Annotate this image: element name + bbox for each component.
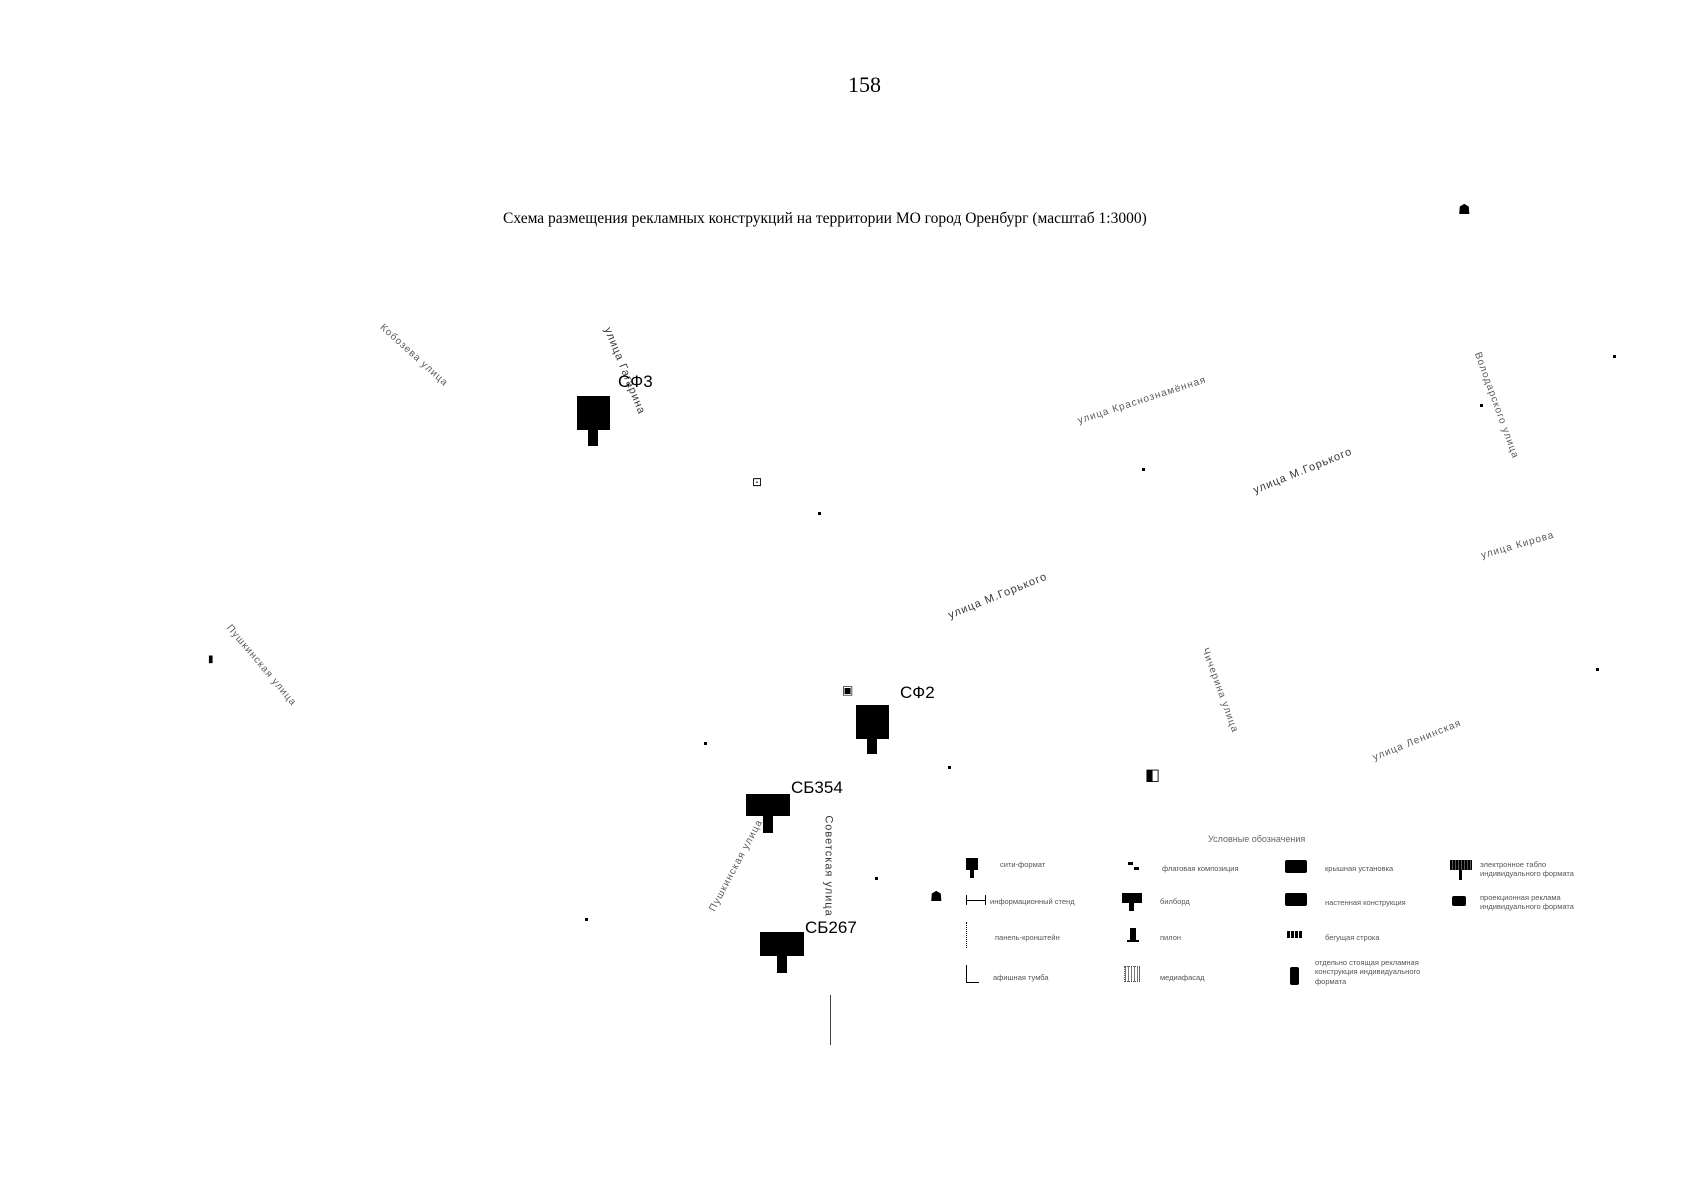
legend-label: панель-кронштейн xyxy=(995,933,1060,942)
legend-label: флаговая композиция xyxy=(1162,864,1239,873)
street-label: улица Краснознамённая xyxy=(1076,374,1208,427)
projection-icon xyxy=(1452,896,1466,906)
page-number: 158 xyxy=(848,72,881,97)
info-icon: ◧ xyxy=(1145,765,1161,784)
legend-label: проекционная реклама индивидуального фор… xyxy=(1480,893,1574,912)
marker-label-sf2: СФ2 xyxy=(900,683,935,702)
street-label: Советская улица xyxy=(822,815,835,917)
flag-composition-icon xyxy=(1128,862,1140,870)
info-icon: ▣ xyxy=(842,683,854,697)
scoreboard-icon xyxy=(1450,860,1472,870)
street-label: Чичерина улица xyxy=(1199,646,1241,735)
street-label: Кобозева улица xyxy=(377,322,451,389)
projection-icon: ☗ xyxy=(930,889,943,905)
legend-label: билборд xyxy=(1160,897,1190,906)
pylon-icon xyxy=(1130,928,1136,940)
media-facade-icon xyxy=(1124,966,1140,982)
map-title: Схема размещения рекламных конструкций н… xyxy=(503,210,1147,227)
street-label: улица Ленинская xyxy=(1371,717,1464,764)
legend-label: крышная установка xyxy=(1325,864,1394,873)
legend-label: афишная тумба xyxy=(993,973,1049,982)
legend-title: Условные обозначения xyxy=(1208,834,1306,844)
street-label: Пушкинская улица xyxy=(224,622,299,709)
wall-construction-icon xyxy=(1285,893,1307,906)
info-icon: ⊡ xyxy=(752,475,763,489)
projection-icon: ☗ xyxy=(1458,202,1471,218)
city-format-icon xyxy=(966,858,978,870)
pylon-icon: ▮ xyxy=(208,654,214,665)
street-label: улица М.Горького xyxy=(946,570,1050,622)
legend-label: отдельно стоящая рекламная конструкция и… xyxy=(1315,958,1421,986)
legend-label: бегущая строка xyxy=(1325,933,1380,942)
running-line-icon xyxy=(1287,931,1303,938)
legend-label: медиафасад xyxy=(1160,973,1205,982)
legend-label: электронное табло индивидуального формат… xyxy=(1480,860,1574,879)
legend-label: пилон xyxy=(1160,933,1182,942)
legend-label: сити-формат xyxy=(1000,860,1046,869)
roof-installation-icon xyxy=(1285,860,1307,873)
marker-label-sb267: СБ267 xyxy=(805,918,857,937)
nonstandard-icon xyxy=(1290,967,1299,985)
bracket-panel-icon xyxy=(966,922,971,948)
poster-column-icon xyxy=(966,965,979,983)
billboard-icon xyxy=(1122,893,1142,903)
marker-label-sf3: СФ3 xyxy=(618,372,653,391)
street-label: Пушкинская улица xyxy=(707,817,766,914)
street-label: улица М.Горького xyxy=(1251,445,1355,497)
legend-label: информационный стенд xyxy=(990,897,1075,906)
info-stand-icon xyxy=(966,895,986,905)
marker-label-sb354: СБ354 xyxy=(791,778,843,797)
legend-label: настенная конструкция xyxy=(1325,898,1406,907)
street-label: улица Кирова xyxy=(1479,529,1556,562)
